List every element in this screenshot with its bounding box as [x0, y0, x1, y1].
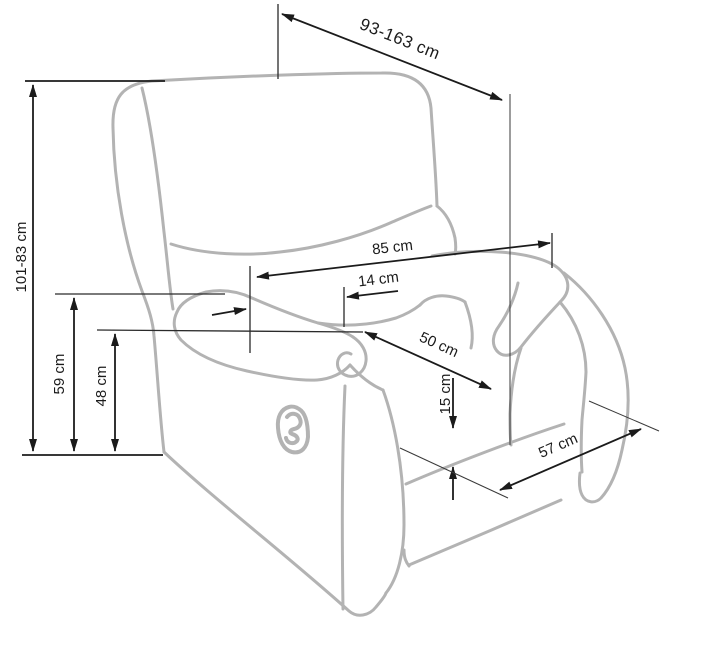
dim-height-label: 101-83 cm	[13, 222, 30, 293]
backrest-left-edge	[111, 126, 166, 454]
dim-front-width-label: 57 cm	[536, 430, 580, 462]
dim-width-label: 85 cm	[371, 237, 414, 259]
seat-right-seam	[418, 294, 467, 307]
recline-handle-lever	[284, 411, 303, 446]
dim-width-arrow	[256, 240, 551, 280]
dim-depth-arrow	[281, 13, 503, 101]
dim-depth-label: 93-163 cm	[357, 14, 443, 63]
left-armrest-scroll	[336, 335, 385, 392]
dim-height-range: 101-83 cm	[13, 80, 165, 456]
left-armrest-bottom-edge	[172, 310, 352, 382]
dim-armrest-width: 14 cm	[211, 269, 400, 327]
base-left-corner	[402, 548, 411, 568]
dim-front-width-ext-right	[588, 400, 660, 432]
dim-armrest-height: 59 cm	[51, 293, 225, 452]
right-shoulder-edge	[435, 204, 458, 256]
right-armrest-pad-top	[430, 249, 570, 357]
dim-seat-depth-arrow	[364, 331, 492, 390]
right-armrest-pad-end	[491, 281, 520, 353]
dim-seat-depth-label: 50 cm	[417, 329, 461, 361]
dim-seat-height-label: 48 cm	[93, 366, 110, 407]
dim-front-width-ext-left	[399, 447, 509, 499]
front-panel-corner-divider	[340, 384, 347, 611]
dim-front-width-arrow	[499, 428, 642, 491]
seat-arm-gap-line	[463, 300, 474, 350]
base-front-bottom-edge	[407, 498, 563, 567]
dim-armrest-width-label: 14 cm	[357, 269, 400, 291]
dim-seat-height-tick	[96, 329, 364, 333]
right-arm-front-edge	[508, 346, 523, 447]
dim-armrest-width-arrow-right	[346, 290, 399, 300]
recline-handle-outline	[275, 404, 310, 455]
dim-overall-width: 85 cm	[249, 233, 553, 353]
dim-seat-height: 48 cm	[93, 329, 364, 452]
dim-clearance-label: 15 cm	[437, 374, 454, 415]
armchair-drawing	[111, 71, 630, 617]
left-armrest-top-edge	[175, 289, 355, 339]
front-panel-bottom-edge	[162, 450, 388, 617]
right-arm-outer-edge	[562, 271, 630, 504]
backrest-top-outline	[111, 71, 439, 208]
dim-armrest-width-arrow-left	[211, 307, 247, 316]
backrest-side-panel-seam	[140, 86, 175, 311]
dim-armrest-height-label: 59 cm	[51, 354, 68, 395]
front-panel-right-edge	[381, 388, 406, 595]
dim-base-clearance: 15 cm	[437, 374, 457, 500]
seat-front-edge	[316, 303, 422, 327]
dim-seat-front-width: 57 cm	[399, 400, 660, 499]
